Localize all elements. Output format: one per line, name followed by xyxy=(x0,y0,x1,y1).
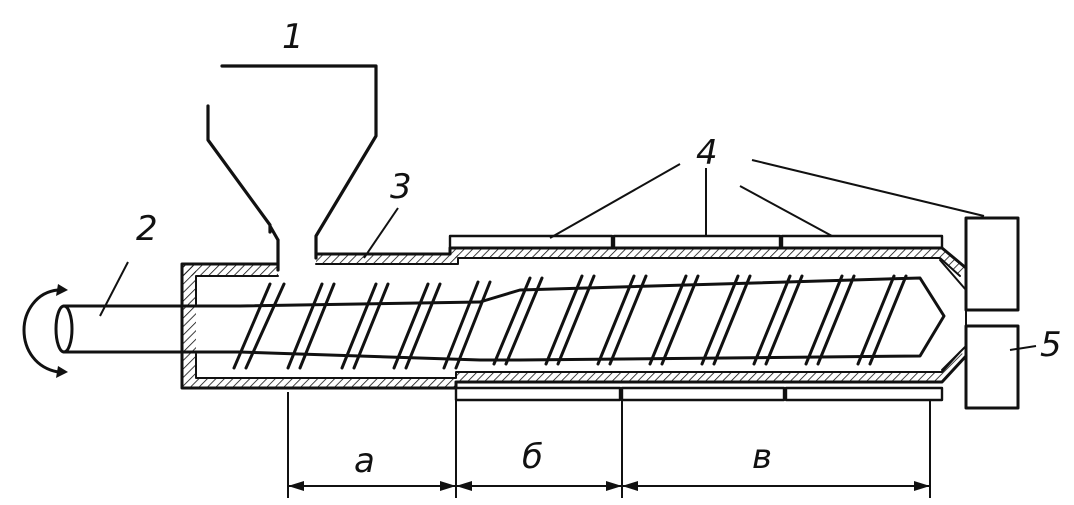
label-zone-b: б xyxy=(522,437,543,477)
barrel xyxy=(180,246,968,390)
screw-shaft xyxy=(22,276,946,378)
die-plate xyxy=(964,216,1020,410)
heater-bands xyxy=(448,234,944,402)
hopper xyxy=(206,64,378,272)
label-zone-c: в xyxy=(752,437,772,477)
label-zone-a: a xyxy=(354,441,375,481)
zone-arrows xyxy=(288,481,930,491)
leader-lines xyxy=(99,159,1037,351)
label-heaters: 4 xyxy=(696,133,718,173)
label-die: 5 xyxy=(1040,325,1062,365)
screw-flights xyxy=(232,274,908,370)
label-shaft: 2 xyxy=(136,209,158,249)
label-hopper: 1 xyxy=(282,17,304,57)
label-barrel: 3 xyxy=(390,167,412,207)
